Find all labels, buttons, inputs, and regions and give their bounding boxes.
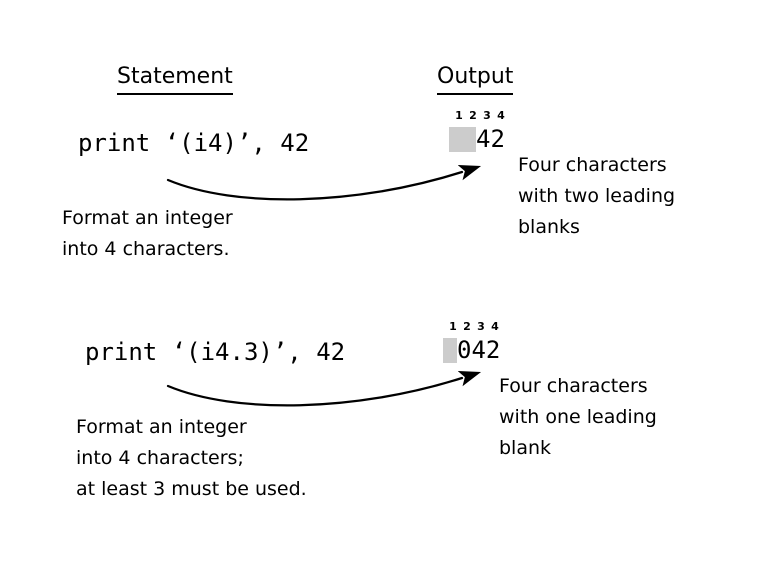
note-line: with one leading	[499, 406, 657, 428]
ruler-digit: 1	[449, 320, 457, 333]
note-line: with two leading	[518, 185, 676, 207]
curved-arrow-1	[166, 164, 482, 201]
ruler-digit: 4	[497, 109, 505, 122]
output-field-2: 1 2 3 4 042	[443, 321, 502, 363]
note-line: Four characters	[499, 375, 648, 397]
leading-blanks-box-2	[443, 338, 457, 363]
ruler-digit: 2	[463, 320, 471, 333]
output-value-1: 42	[476, 125, 505, 153]
leading-blanks-box-1	[449, 127, 476, 152]
output-note-2: Four characters with one leading blank	[499, 371, 657, 464]
note-line: Format an integer	[76, 416, 247, 438]
ruler-digit: 3	[483, 109, 491, 122]
ruler-digit: 2	[469, 109, 477, 122]
output-row-2: 042	[443, 338, 502, 363]
statement-note-2: Format an integer into 4 characters; at …	[76, 412, 307, 505]
column-ruler-1: 1 2 3 4	[452, 110, 508, 122]
note-line: into 4 characters;	[76, 447, 244, 469]
curved-arrow-2	[166, 370, 482, 407]
statement-note-1: Format an integer into 4 characters.	[62, 203, 233, 265]
output-row-1: 42	[449, 127, 508, 152]
ruler-digit: 1	[455, 109, 463, 122]
note-line: into 4 characters.	[62, 238, 230, 260]
column-ruler-2: 1 2 3 4	[446, 321, 502, 333]
note-line: Four characters	[518, 154, 667, 176]
ruler-digit: 4	[491, 320, 499, 333]
note-line: at least 3 must be used.	[76, 478, 307, 500]
note-line: Format an integer	[62, 207, 233, 229]
output-value-2: 042	[457, 336, 501, 364]
output-field-1: 1 2 3 4 42	[449, 110, 508, 152]
statement-heading: Statement	[117, 64, 233, 95]
statement-code-2: print ‘(i4.3)’, 42	[85, 338, 346, 366]
note-line: blank	[499, 437, 552, 459]
ruler-digit: 3	[477, 320, 485, 333]
output-note-1: Four characters with two leading blanks	[518, 150, 675, 243]
output-heading: Output	[437, 64, 514, 95]
statement-code-1: print ‘(i4)’, 42	[78, 129, 310, 157]
note-line: blanks	[518, 216, 580, 238]
